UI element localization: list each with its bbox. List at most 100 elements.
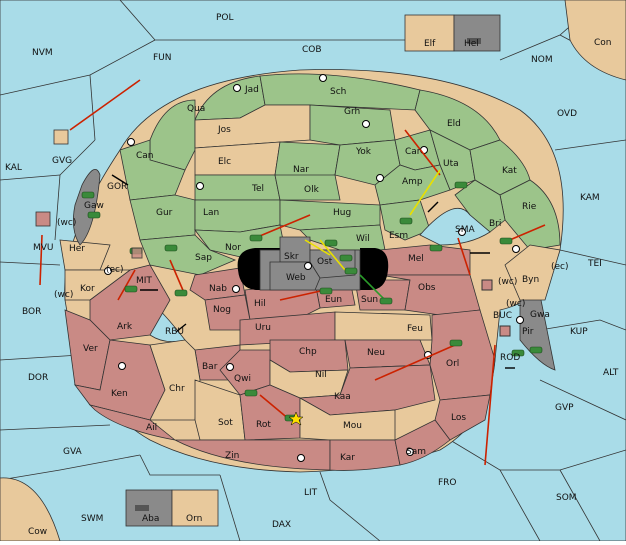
- label-gur: Gur: [156, 208, 173, 218]
- region-olk[interactable]: [274, 174, 341, 201]
- label-wil: Wil: [356, 234, 370, 244]
- region-gaw[interactable]: [72, 168, 101, 246]
- label-uta: Uta: [443, 159, 459, 169]
- label-can: Can: [136, 151, 154, 161]
- label-mou: Mou: [343, 421, 362, 431]
- label-lit: LIT: [304, 488, 318, 498]
- label-con: Con: [594, 38, 612, 48]
- label-amp: Amp: [402, 177, 423, 187]
- label-fro: FRO: [438, 478, 457, 488]
- label-orl: Orl: [446, 359, 459, 369]
- label-sam: Sam: [406, 447, 426, 457]
- label-ost: Ost: [317, 257, 333, 267]
- label-neu: Neu: [367, 348, 385, 358]
- region-byn[interactable]: [504, 244, 561, 301]
- label-kar: Kar: [340, 453, 355, 463]
- label-feu: Feu: [407, 324, 423, 334]
- label-ovd: OVD: [557, 109, 577, 119]
- region-tel[interactable]: [194, 174, 281, 201]
- label-hil: Hil: [254, 299, 266, 309]
- region-pir[interactable]: [519, 294, 556, 371]
- label-bar: Bar: [202, 362, 218, 372]
- label-obs: Obs: [418, 283, 436, 293]
- region-mel[interactable]: [379, 244, 471, 276]
- label-olk: Olk: [304, 185, 320, 195]
- units: [81, 181, 543, 422]
- label-alt: ALT: [603, 368, 619, 378]
- label-dax: DAX: [272, 520, 291, 530]
- region-mvu[interactable]: [35, 211, 51, 227]
- label-aba: Aba: [142, 514, 159, 524]
- label-cow: Cow: [28, 527, 47, 537]
- label-sap: Sap: [195, 253, 212, 263]
- label-lan: Lan: [203, 208, 219, 218]
- label-cob: COB: [302, 45, 322, 55]
- region-hel[interactable]: [453, 14, 501, 52]
- label-dor: DOR: [28, 373, 48, 383]
- label-orn: Orn: [186, 514, 202, 524]
- label-jad: Jad: [244, 85, 259, 95]
- label-chr: Chr: [169, 384, 185, 394]
- region-gvg[interactable]: [53, 129, 69, 145]
- label-kor: Kor: [80, 284, 95, 294]
- region-orn[interactable]: [171, 489, 219, 527]
- label-chp: Chp: [299, 347, 317, 357]
- label-ark: Ark: [117, 322, 133, 332]
- label-kaa: Kaa: [334, 392, 351, 402]
- region-kor[interactable]: [64, 269, 132, 301]
- lake-east: [360, 248, 389, 290]
- region-neu[interactable]: [344, 339, 431, 369]
- label-kat: Kat: [502, 166, 517, 176]
- label-tei: TEI: [587, 259, 602, 269]
- label-gvg: GVG: [52, 156, 72, 166]
- label-hel: Hel: [464, 39, 479, 49]
- label-gaw: Gaw: [84, 201, 104, 211]
- label-nog: Nog: [213, 305, 231, 315]
- label-rot: Rot: [256, 420, 271, 430]
- label-bor: BOR: [22, 307, 41, 317]
- region-los[interactable]: [434, 394, 491, 441]
- label-swm: SWM: [81, 514, 103, 524]
- label-ken: Ken: [111, 389, 128, 399]
- label-los: Los: [451, 413, 466, 423]
- label-gva: GVA: [63, 447, 83, 457]
- label-nor: Nor: [225, 243, 241, 253]
- label-pir: Pir: [522, 327, 534, 337]
- label-sch: Sch: [330, 87, 346, 97]
- label-kup: KUP: [570, 327, 588, 337]
- coast-ec-kor: (ec): [106, 265, 124, 275]
- label-esm: Esm: [389, 231, 408, 241]
- coast-wc-gwa: (wc): [506, 299, 525, 309]
- label-web: Web: [286, 273, 306, 283]
- label-rbu: RBU: [165, 327, 184, 337]
- green-territories: [119, 73, 561, 276]
- label-qwi: Qwi: [234, 374, 251, 384]
- order-arrows: [39, 79, 546, 466]
- label-grh: Grh: [344, 107, 360, 117]
- label-kal: KAL: [5, 163, 22, 173]
- region-hug[interactable]: [279, 199, 381, 231]
- label-her: Her: [69, 244, 85, 254]
- label-yok: Yok: [355, 147, 372, 157]
- coast-wc-kor: (wc): [54, 290, 73, 300]
- label-nar: Nar: [293, 165, 309, 175]
- fleets: [131, 38, 511, 511]
- label-skr: Skr: [284, 252, 299, 262]
- coast-wc-byn: (wc): [498, 277, 517, 287]
- label-ver: Ver: [83, 344, 98, 354]
- label-nvm: NVM: [32, 48, 53, 58]
- region-sma[interactable]: [419, 207, 491, 246]
- star-icon: [288, 411, 304, 426]
- label-nil: Nil: [315, 370, 327, 380]
- label-sot: Sot: [218, 418, 233, 428]
- label-mit: MIT: [136, 276, 152, 286]
- label-hug: Hug: [333, 208, 351, 218]
- label-ail: Ail: [146, 423, 157, 433]
- label-rie: Rie: [522, 202, 537, 212]
- label-mvu: MVU: [33, 243, 54, 253]
- label-car: Car: [405, 147, 421, 157]
- region-elc[interactable]: [194, 141, 281, 176]
- region-qua[interactable]: [149, 99, 196, 171]
